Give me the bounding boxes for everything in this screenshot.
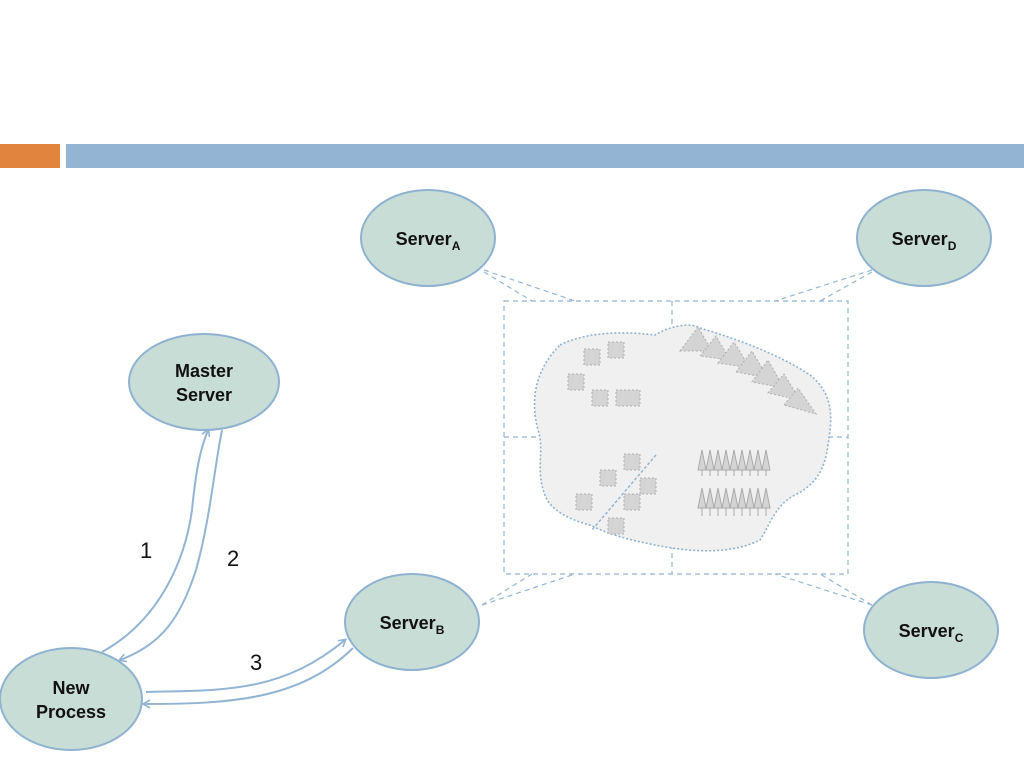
server-c-label: Server [899, 621, 955, 641]
map-region [533, 324, 832, 552]
connector-c-2 [819, 573, 873, 606]
node-server-d[interactable]: ServerD [856, 189, 992, 287]
server-d-subscript: D [948, 239, 957, 253]
connector-d-2 [819, 271, 873, 302]
new-process-line1: New [52, 678, 90, 698]
arrow-step-1 [101, 427, 211, 653]
svg-text:ServerA: ServerA [396, 229, 461, 253]
connector-b-2 [481, 573, 533, 606]
new-process-line2: Process [36, 702, 106, 722]
master-server-line1: Master [175, 361, 233, 381]
server-b-subscript: B [436, 623, 445, 637]
node-server-b[interactable]: ServerB [344, 573, 480, 671]
connector-d-1 [774, 269, 873, 302]
server-d-label: Server [892, 229, 948, 249]
tree-row-2 [697, 487, 771, 516]
connector-a-1 [483, 269, 576, 302]
accent-bar-blue [66, 144, 1024, 168]
zoom-connectors [481, 269, 873, 606]
server-b-label: Server [380, 613, 436, 633]
arrow-step-2 [117, 429, 223, 663]
tree-row-1 [697, 449, 771, 476]
node-master-server[interactable]: Master Server [128, 333, 280, 431]
forest-c [697, 449, 771, 516]
mountains-d [679, 326, 818, 415]
step-label-3: 3 [250, 650, 262, 675]
arrow-step-3-back [141, 647, 354, 709]
accent-bar-orange [0, 144, 60, 168]
connector-b-1 [481, 573, 576, 606]
road-line [591, 454, 657, 531]
city-blocks-a [567, 341, 641, 407]
connector-c-1 [774, 573, 873, 606]
node-new-process[interactable]: New Process [0, 647, 143, 751]
master-server-line2: Server [176, 385, 232, 405]
step-label-2: 2 [227, 546, 239, 571]
server-c-subscript: C [955, 631, 964, 645]
svg-text:ServerC: ServerC [899, 621, 964, 645]
arrow-step-3-out [145, 638, 348, 693]
arrows [101, 427, 354, 709]
server-a-subscript: A [452, 239, 461, 253]
city-blocks-b [575, 453, 657, 535]
node-server-c[interactable]: ServerC [863, 581, 999, 679]
svg-text:ServerB: ServerB [380, 613, 445, 637]
server-a-label: Server [396, 229, 452, 249]
connector-a-2 [483, 271, 533, 302]
svg-text:ServerD: ServerD [892, 229, 957, 253]
node-server-a[interactable]: ServerA [360, 189, 496, 287]
step-label-1: 1 [140, 538, 152, 563]
